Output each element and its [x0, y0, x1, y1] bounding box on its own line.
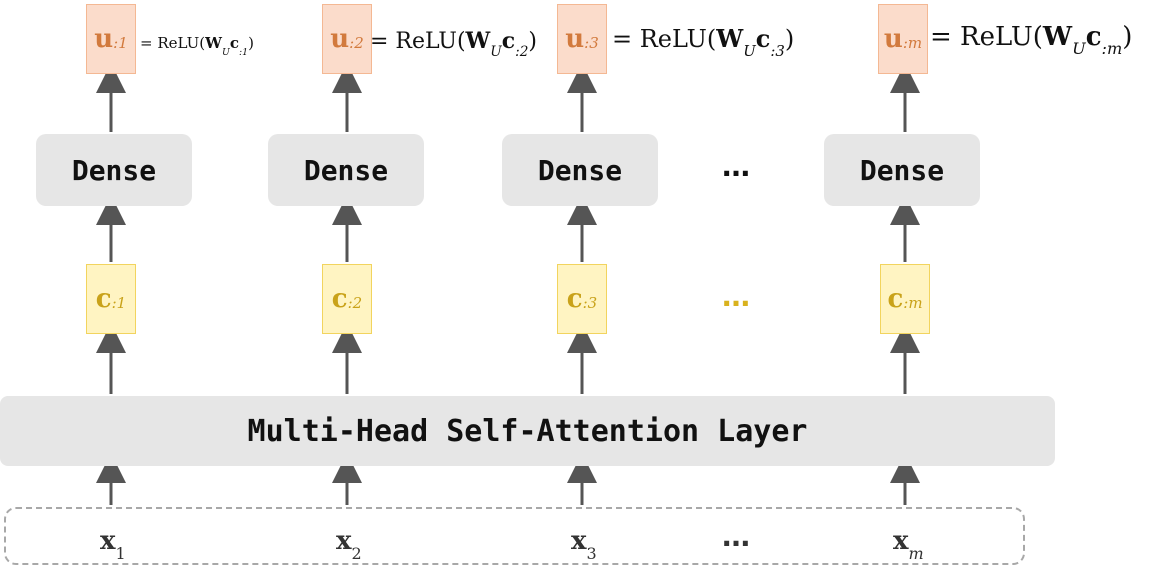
input-sequence-box [4, 507, 1025, 565]
u-subscript: :3 [584, 34, 599, 52]
u-base: u [565, 24, 585, 54]
eq-context-sub: :1 [239, 47, 249, 58]
u-base: u [330, 24, 350, 54]
x-subscript: m [908, 544, 924, 564]
dense-box-1: Dense [36, 134, 192, 206]
eq-context-sub: :2 [515, 44, 529, 61]
c-base: c [887, 284, 904, 314]
x-subscript: 2 [351, 544, 362, 564]
eq-prefix: = ReLU( [140, 34, 206, 52]
equation-2: = ReLU(WUc:2) [370, 28, 538, 61]
u-subscript: :1 [113, 34, 128, 52]
input-x2: x2 [336, 526, 362, 563]
eq-prefix: = ReLU( [612, 25, 717, 53]
dense-box-m: Dense [824, 134, 980, 206]
u-box-2: u:2 [322, 4, 372, 74]
input-xm: xm [893, 526, 924, 563]
c-box-1: c:1 [86, 264, 136, 334]
dense-ellipsis: … [722, 150, 752, 183]
eq-weight: W [716, 24, 744, 53]
multi-head-self-attention-layer: Multi-Head Self-Attention Layer [0, 396, 1055, 466]
x-base: x [336, 526, 352, 556]
eq-weight-sub: U [1072, 39, 1086, 59]
eq-weight-sub: U [222, 47, 230, 58]
x-subscript: 1 [115, 544, 126, 564]
eq-prefix: = ReLU( [370, 29, 466, 54]
c-base: c [566, 284, 583, 314]
input-x1: x1 [100, 526, 126, 563]
eq-context-sub: :m [1101, 39, 1123, 59]
eq-suffix: ) [1122, 22, 1133, 52]
eq-context: c [755, 24, 771, 53]
equation-m: = ReLU(WUc:m) [930, 22, 1133, 59]
eq-weight-sub: U [743, 41, 756, 60]
c-subscript: :2 [347, 294, 363, 312]
x-subscript: 3 [586, 544, 597, 564]
u-box-1: u:1 [86, 4, 136, 74]
u-subscript: :2 [349, 34, 364, 52]
x-base: x [893, 526, 909, 556]
equation-1: = ReLU(WUc:1) [140, 34, 254, 58]
c-box-3: c:3 [557, 264, 607, 334]
eq-suffix: ) [528, 29, 538, 54]
u-box-3: u:3 [557, 4, 607, 74]
x-base: x [571, 526, 587, 556]
c-base: c [331, 284, 348, 314]
eq-context: c [1085, 22, 1102, 52]
input-x3: x3 [571, 526, 597, 563]
c-subscript: :1 [111, 294, 127, 312]
c-subscript: :3 [582, 294, 598, 312]
c-box-2: c:2 [322, 264, 372, 334]
c-subscript: :m [903, 294, 923, 312]
eq-prefix: = ReLU( [930, 22, 1043, 52]
eq-weight-sub: U [490, 44, 502, 61]
u-base: u [883, 24, 903, 54]
c-ellipsis: … [722, 280, 752, 313]
dense-box-3: Dense [502, 134, 658, 206]
c-box-m: c:m [880, 264, 930, 334]
c-base: c [95, 284, 112, 314]
eq-suffix: ) [784, 25, 795, 53]
eq-context: c [501, 28, 516, 54]
eq-suffix: ) [248, 34, 254, 52]
dense-box-2: Dense [268, 134, 424, 206]
eq-context-sub: :3 [770, 41, 785, 60]
equation-3: = ReLU(WUc:3) [612, 24, 795, 60]
u-box-m: u:m [878, 4, 928, 74]
eq-weight: W [205, 34, 223, 52]
input-ellipsis: … [722, 520, 752, 553]
u-base: u [94, 24, 114, 54]
u-subscript: :m [902, 34, 923, 52]
eq-weight: W [1042, 22, 1073, 52]
eq-context: c [229, 34, 239, 52]
x-base: x [100, 526, 116, 556]
eq-weight: W [465, 28, 491, 54]
